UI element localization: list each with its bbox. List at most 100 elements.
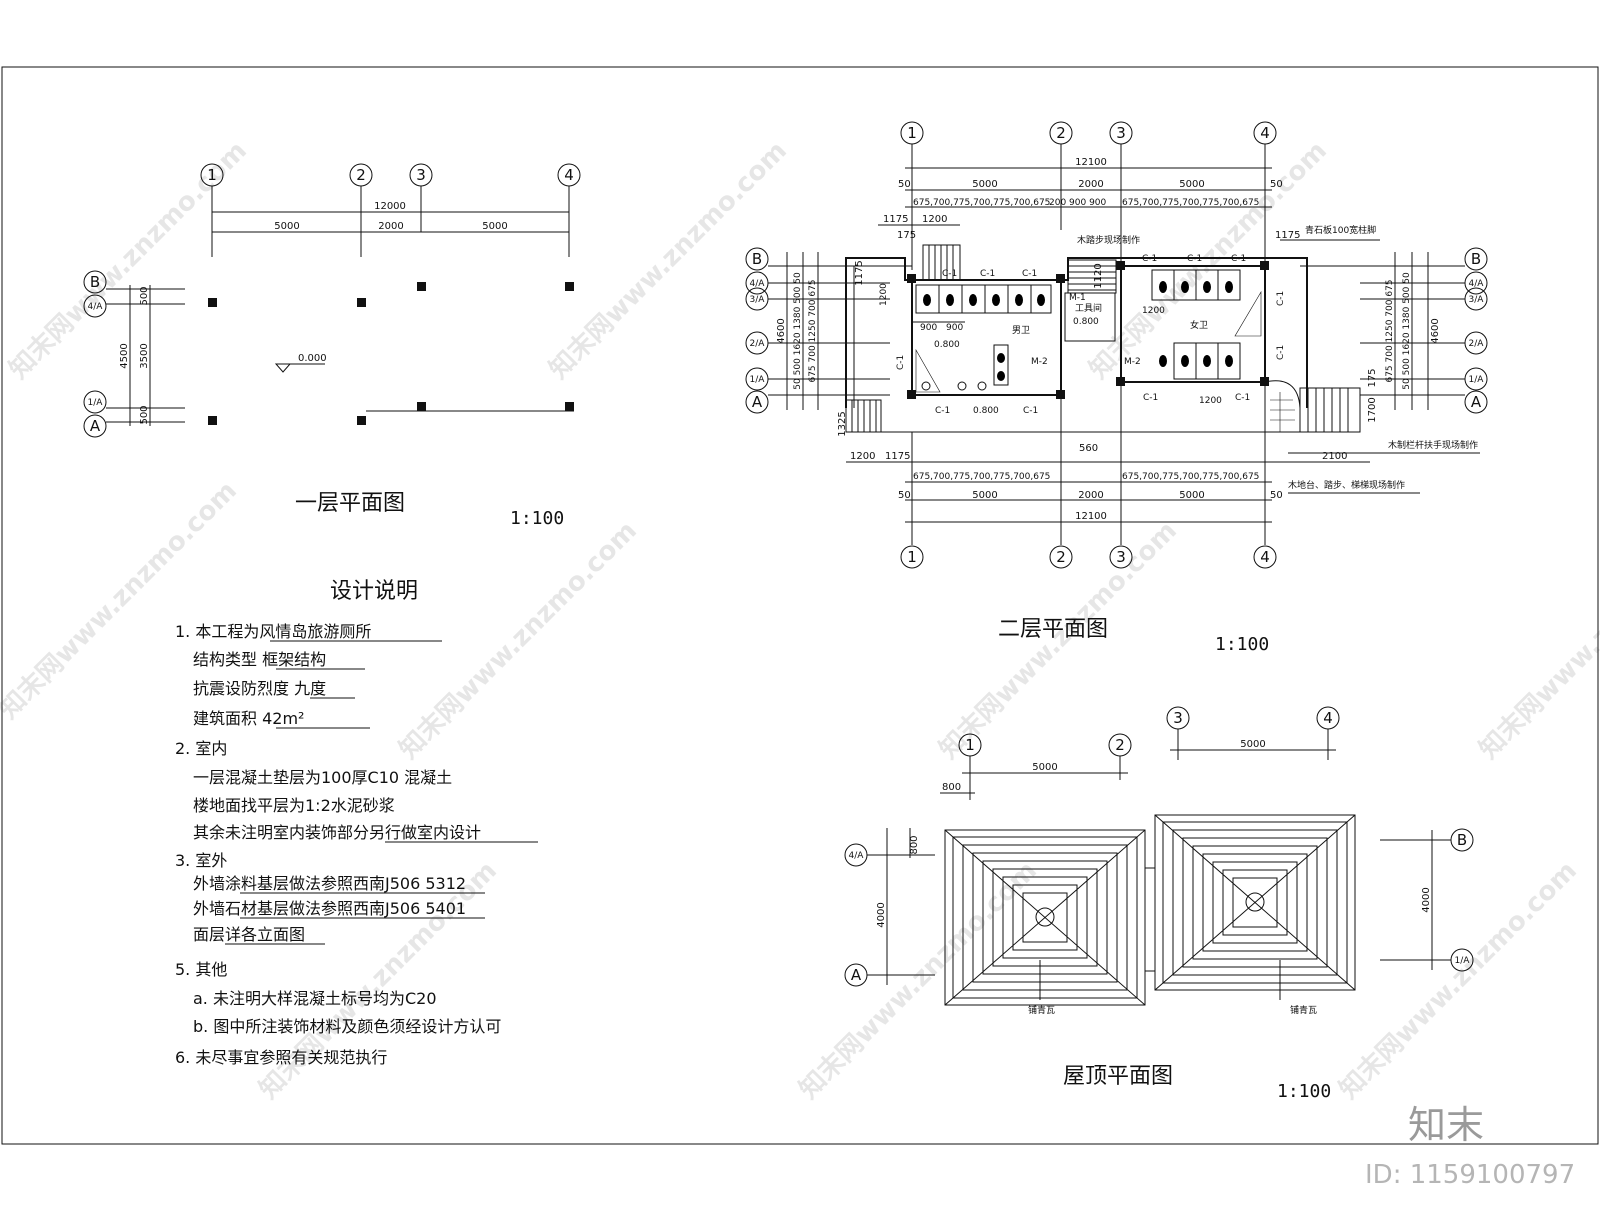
structural-column xyxy=(565,402,574,411)
axis-label: 1/A xyxy=(1469,375,1485,385)
axis-bubble: 3 xyxy=(1109,121,1133,145)
structural-column xyxy=(907,274,916,283)
axis-bubble: 1 xyxy=(900,121,924,145)
dimension-text: 175 xyxy=(897,230,916,241)
dimension-text: 3500 xyxy=(139,343,150,368)
hatched-corner xyxy=(915,348,941,393)
axis-bubble: A xyxy=(844,963,868,987)
axis-label: 3 xyxy=(1173,709,1183,727)
hip-roof-left xyxy=(944,829,1146,1006)
dimension-text: 900 xyxy=(946,323,963,333)
design-notes: 设计说明 1. 本工程为风情岛旅游厕所 结构类型 框架结构 抗震设防烈度 九度 … xyxy=(175,579,538,1067)
note-line: 结构类型 框架结构 xyxy=(193,650,326,669)
room-label: 男卫 xyxy=(1012,325,1030,336)
axis-label: 4/A xyxy=(1469,279,1485,289)
axis-bubble: 1/A xyxy=(745,367,769,391)
axis-label: 1 xyxy=(965,736,975,754)
level-value: 0.800 xyxy=(934,340,960,350)
annotation-note: 青石板100宽柱脚 xyxy=(1305,224,1376,236)
dimension-text: 1175 xyxy=(1275,230,1300,241)
axis-bubble: A xyxy=(1464,390,1488,414)
watermark-text: 知末网www.znzmo.com xyxy=(794,856,1043,1105)
womens-restroom-room xyxy=(1120,265,1266,383)
stone-paving xyxy=(1264,380,1301,433)
plan-scale: 1:100 xyxy=(1277,1081,1331,1102)
axis-bubble: 4 xyxy=(1253,121,1277,145)
note-line: 外墙石材基层做法参照西南J506 5401 xyxy=(193,899,466,918)
dimension-text: 50 xyxy=(898,179,911,190)
window-tag: C-1 xyxy=(935,406,950,416)
dimension-text: 675,700,775,700,775,700,675 xyxy=(1122,198,1259,208)
roof-connector xyxy=(1144,867,1156,972)
axis-label: 2 xyxy=(1056,548,1066,566)
axis-bubble: B xyxy=(745,247,769,271)
hatched-corner xyxy=(1234,290,1262,337)
dimension-text: 50 xyxy=(1270,490,1283,501)
material-note: 铺青瓦 xyxy=(1028,1004,1055,1016)
structural-column xyxy=(208,298,217,307)
window-tag: C-1 xyxy=(1231,254,1246,264)
dimension-text: 800 xyxy=(942,782,961,793)
note-line: 楼地面找平层为1:2水泥砂浆 xyxy=(193,796,395,815)
dimension-text: 675,700,775,700,775,700,675 xyxy=(913,198,1050,208)
axis-label: 1/A xyxy=(750,375,766,385)
structural-column xyxy=(1056,390,1065,399)
dimension-text: 1325 xyxy=(837,411,848,436)
note-line: 3. 室外 xyxy=(175,851,227,870)
partition xyxy=(993,344,1009,386)
axis-label: 1/A xyxy=(1455,956,1471,966)
axis-label: 3/A xyxy=(1469,295,1485,305)
structural-column xyxy=(1260,261,1269,270)
axis-bubble: B xyxy=(83,270,107,294)
dimension-text: 4600 xyxy=(776,318,787,343)
annotation-note: 木制栏杆扶手现场制作 xyxy=(1388,439,1478,451)
door-tag: M-2 xyxy=(1031,357,1048,367)
note-line: 一层混凝土垫层为100厚C10 混凝土 xyxy=(193,768,452,787)
structural-column xyxy=(357,298,366,307)
dimension-text: 560 xyxy=(1079,443,1098,454)
axis-bubble: 2/A xyxy=(1464,331,1488,355)
toilet-stalls xyxy=(1151,269,1241,380)
window-tag: C-1 xyxy=(896,355,906,370)
axis-label: 2/A xyxy=(1469,339,1485,349)
axis-bubble: A xyxy=(745,390,769,414)
level-value: 0.000 xyxy=(298,353,327,364)
annotation-note: 木地台、踏步、梯梯现场制作 xyxy=(1288,479,1405,491)
window-tag: C-1 xyxy=(1276,291,1286,306)
axis-bubble: 2 xyxy=(349,163,373,187)
dimension-text: 675 700 1250 700 675 xyxy=(1385,279,1395,382)
mens-restroom-room xyxy=(911,279,1062,396)
hip-roof-right xyxy=(1154,814,1356,991)
window-tag: C-1 xyxy=(1276,345,1286,360)
dimension-text: 5000 xyxy=(1179,179,1204,190)
axis-label: 3 xyxy=(416,166,426,184)
structural-column xyxy=(417,402,426,411)
axis-bubble: B xyxy=(1450,828,1474,852)
axis-bubble: 3 xyxy=(409,163,433,187)
axis-bubble: 4 xyxy=(557,163,581,187)
axis-label: 2/A xyxy=(750,339,766,349)
axis-bubble: 2/A xyxy=(745,331,769,355)
dimension-text: 50 500 1620 1380 500 50 xyxy=(1402,272,1412,390)
dimension-text: 1175 xyxy=(885,451,910,462)
note-line: 1. 本工程为风情岛旅游厕所 xyxy=(175,622,371,641)
axis-bubble: 1 xyxy=(900,545,924,569)
window-tag: C-1 xyxy=(942,269,957,279)
plan-title: 二层平面图 xyxy=(998,617,1108,642)
dimension-text: 2000 xyxy=(1078,490,1103,501)
dimension-text: 2100 xyxy=(1322,451,1347,462)
sink-icon xyxy=(977,381,987,391)
plan-2: 1 2 3 4 12100 50 5000 2000 5000 50 675,7… xyxy=(745,121,1488,655)
axis-label: 1/A xyxy=(88,398,104,408)
dimension-text: 4600 xyxy=(1430,318,1441,343)
dimension-text: 12100 xyxy=(1075,157,1107,168)
dimension-text: 12000 xyxy=(374,201,406,212)
dimension-text: 1200 xyxy=(879,283,889,306)
dimension-text: 5000 xyxy=(1240,739,1265,750)
structural-column xyxy=(357,416,366,425)
structural-column xyxy=(1116,377,1125,386)
dimension-text: 675 700 1250 700 675 xyxy=(808,279,818,382)
plan-scale: 1:100 xyxy=(1215,634,1269,655)
dimension-text: 675,700,775,700,775,700,675 xyxy=(913,472,1050,482)
